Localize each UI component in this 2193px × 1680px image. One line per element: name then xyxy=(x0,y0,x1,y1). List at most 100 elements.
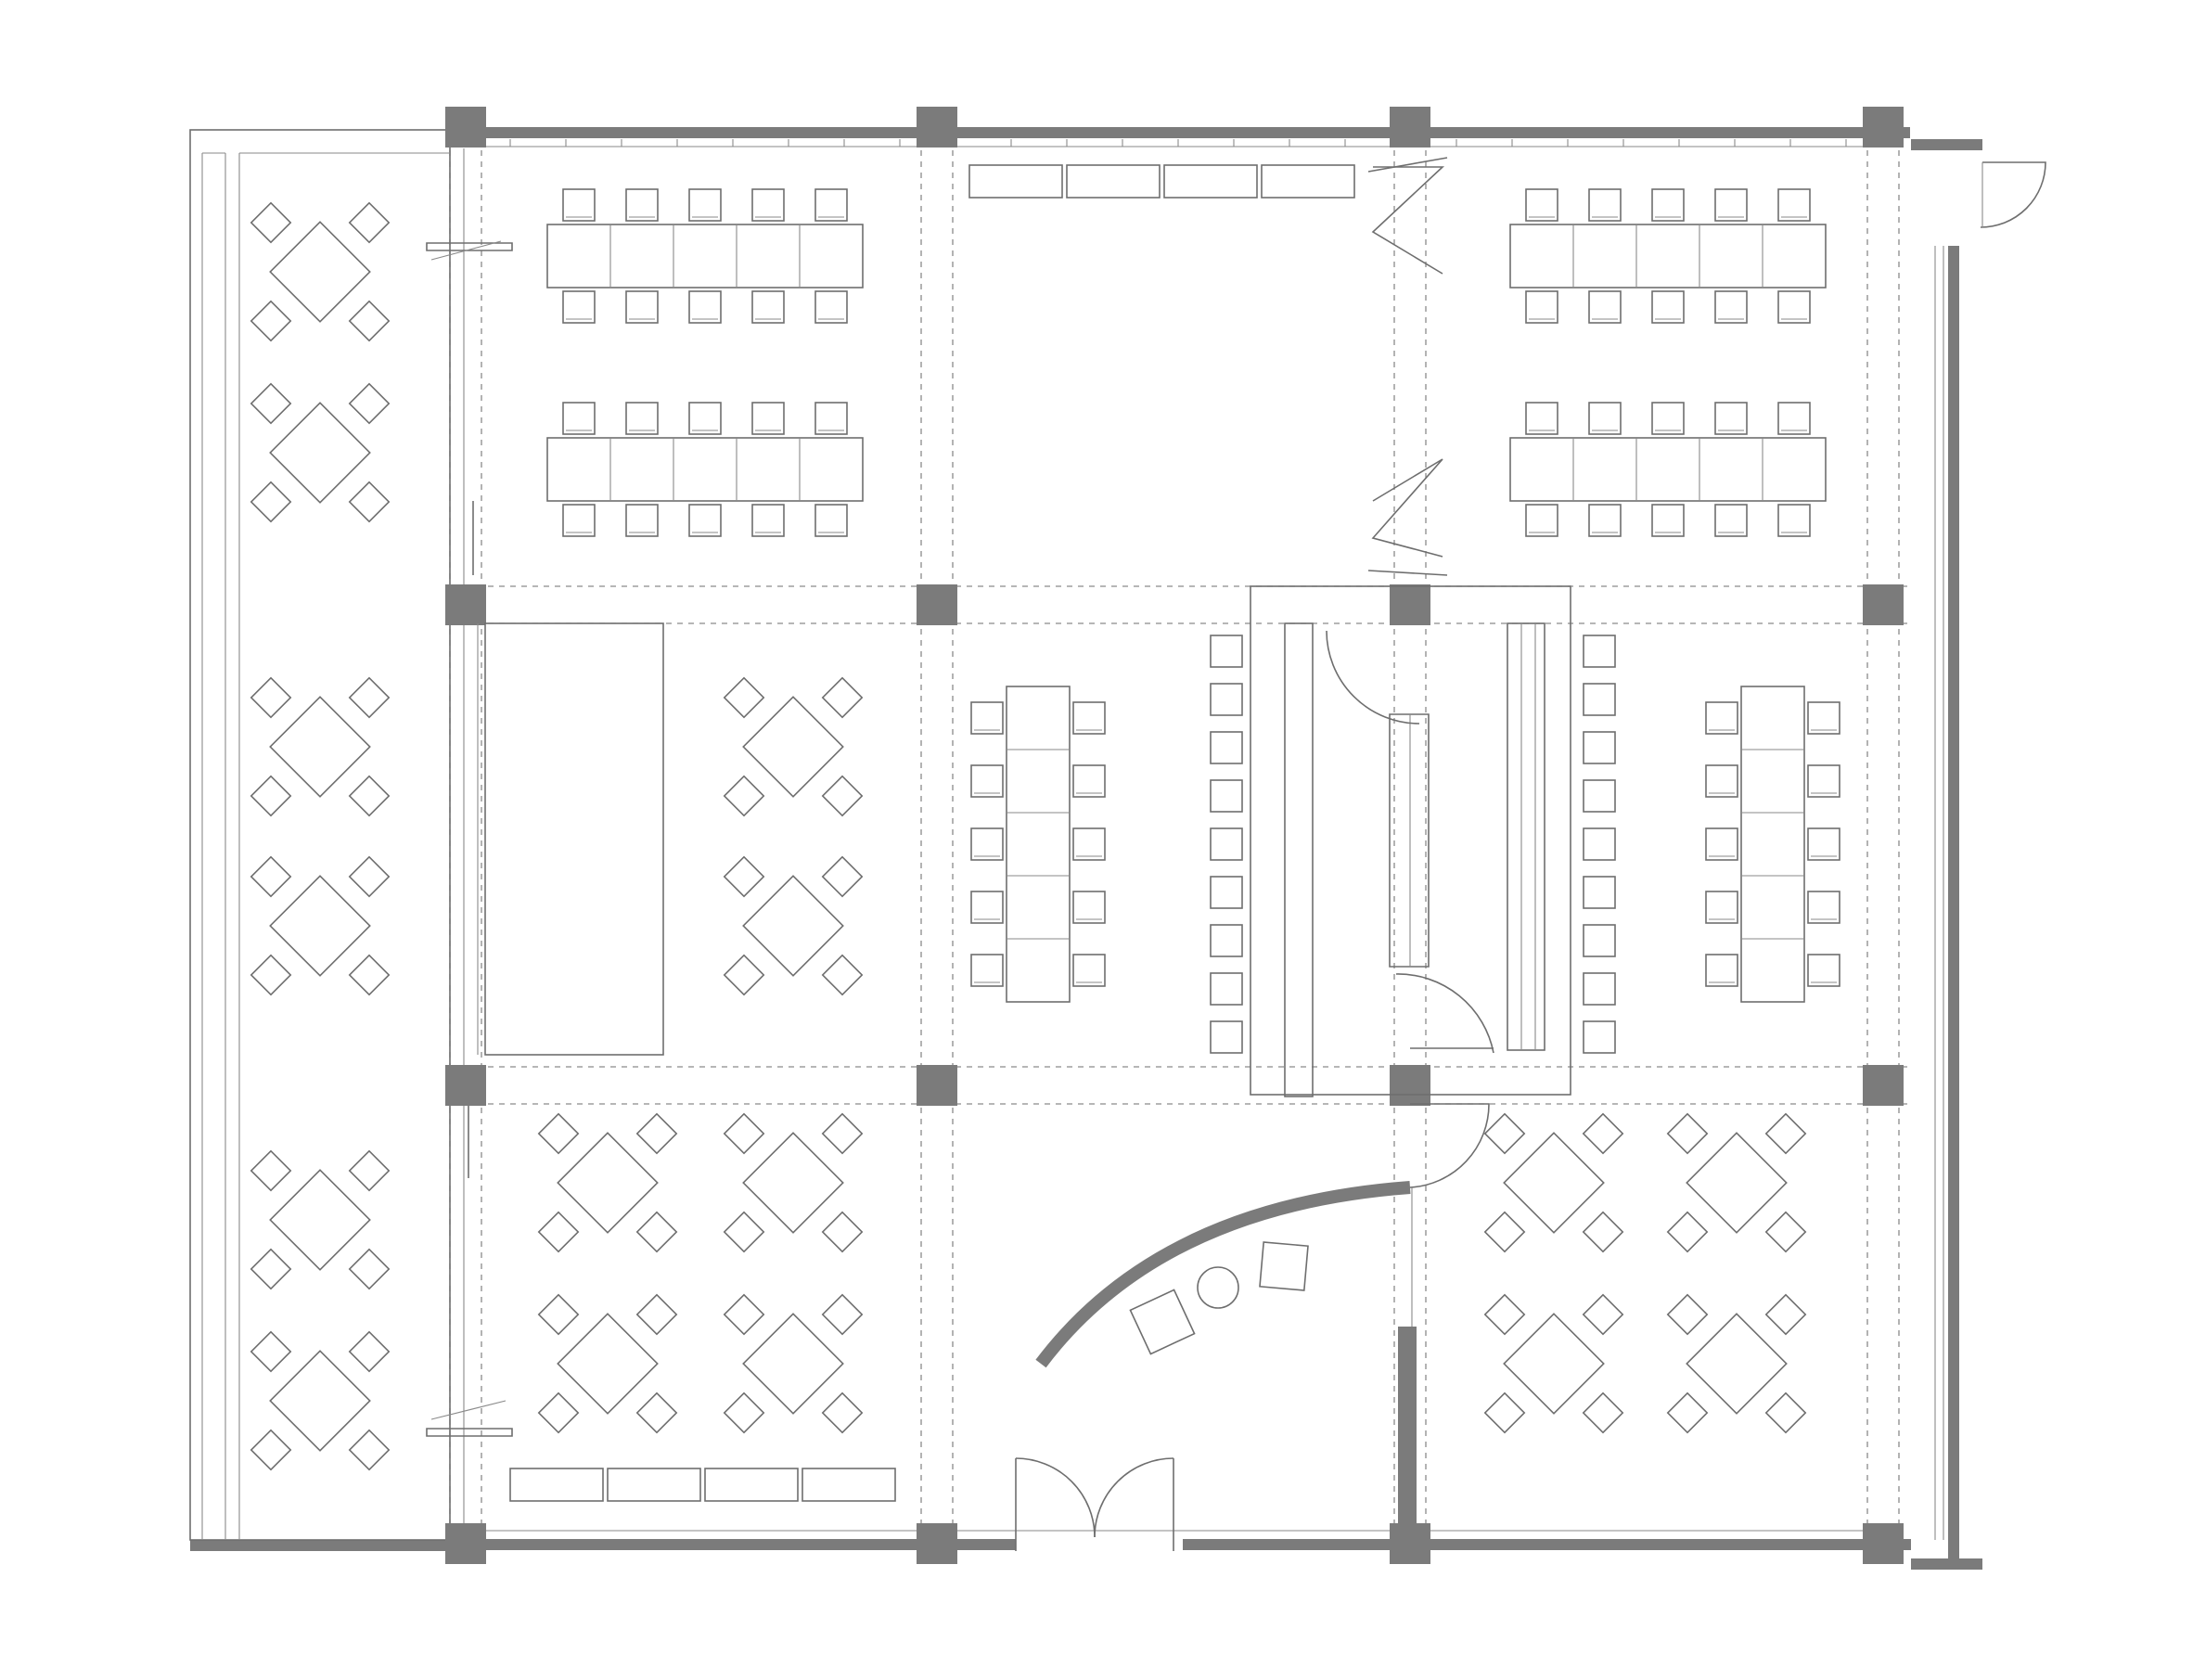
bench xyxy=(1261,164,1355,199)
chair xyxy=(1807,891,1840,924)
chair xyxy=(970,827,1004,861)
structural-column xyxy=(1390,1065,1430,1106)
folding-partition-rail xyxy=(1367,570,1448,576)
bar-stool xyxy=(1210,779,1243,813)
chair xyxy=(1777,402,1811,435)
double-door-swing xyxy=(1094,1457,1174,1538)
chair xyxy=(537,1391,580,1434)
chair xyxy=(348,201,391,244)
chair xyxy=(970,701,1004,735)
long-table xyxy=(546,437,864,502)
chair xyxy=(250,855,292,898)
structural-column xyxy=(917,1065,957,1106)
chair xyxy=(1588,188,1622,222)
sliding-door xyxy=(426,242,513,251)
bar-stool xyxy=(1583,635,1616,668)
bench xyxy=(1066,164,1161,199)
chair xyxy=(348,954,391,996)
chair xyxy=(723,1112,765,1155)
sliding-door-panel xyxy=(430,1400,507,1420)
chair xyxy=(1714,402,1748,435)
chair xyxy=(250,676,292,719)
lounge-chair xyxy=(1129,1289,1196,1355)
chair xyxy=(250,954,292,996)
structural-column xyxy=(917,107,957,147)
east-wall-foot xyxy=(1911,1558,1982,1570)
table-top xyxy=(1686,1313,1788,1415)
chair xyxy=(1714,188,1748,222)
chair xyxy=(348,1330,391,1373)
long-table xyxy=(1740,686,1805,1003)
chair xyxy=(562,504,596,537)
chair xyxy=(250,775,292,817)
folding-partition-rail xyxy=(1367,157,1448,173)
bench xyxy=(802,1468,896,1502)
chair xyxy=(1764,1391,1807,1434)
chair xyxy=(1807,764,1840,798)
chair xyxy=(348,1429,391,1471)
bar-stool xyxy=(1210,924,1243,957)
chair xyxy=(1582,1391,1624,1434)
folding-partition-bottom xyxy=(1371,458,1443,558)
chair xyxy=(562,290,596,324)
structural-column xyxy=(445,107,486,147)
chair xyxy=(1651,402,1685,435)
sliding-door-panel xyxy=(430,240,502,261)
chair xyxy=(348,300,391,342)
chair xyxy=(1588,290,1622,324)
terrace-table xyxy=(250,855,391,996)
chair xyxy=(821,1112,864,1155)
bar-stool xyxy=(1583,827,1616,861)
door-swing xyxy=(1409,1103,1490,1188)
bar-stool xyxy=(1210,972,1243,1006)
chair xyxy=(723,1211,765,1253)
chair xyxy=(821,1391,864,1434)
chair xyxy=(250,1248,292,1290)
furniture-layer xyxy=(250,164,1840,1502)
chair xyxy=(1807,827,1840,861)
bar-stool xyxy=(1583,1020,1616,1054)
chair xyxy=(348,775,391,817)
terrace-table xyxy=(250,201,391,342)
structural-column xyxy=(1390,107,1430,147)
chair xyxy=(688,402,722,435)
table-top xyxy=(269,221,371,323)
chair xyxy=(723,954,765,996)
chair xyxy=(723,1293,765,1336)
table-top xyxy=(269,1169,371,1271)
chair xyxy=(723,775,765,817)
table-top xyxy=(1503,1132,1605,1234)
chair xyxy=(821,676,864,719)
round-side-table xyxy=(1197,1266,1239,1309)
table-top xyxy=(557,1313,659,1415)
long-table xyxy=(1006,686,1071,1003)
terrace-outline xyxy=(189,129,451,1541)
chair xyxy=(1651,504,1685,537)
bar-stool xyxy=(1583,876,1616,909)
chair xyxy=(250,1149,292,1192)
chair xyxy=(250,1330,292,1373)
chair xyxy=(1714,290,1748,324)
table-top xyxy=(742,1132,844,1234)
chair xyxy=(1666,1293,1709,1336)
chair xyxy=(1764,1293,1807,1336)
bar-door-swing xyxy=(1326,630,1420,725)
chair xyxy=(1764,1112,1807,1155)
table-top xyxy=(557,1132,659,1234)
chair xyxy=(1705,701,1738,735)
bench xyxy=(704,1468,799,1502)
chair xyxy=(751,188,785,222)
east-wall-cap xyxy=(1911,139,1982,150)
bar-stool xyxy=(1583,779,1616,813)
chair xyxy=(1483,1293,1526,1336)
bench xyxy=(607,1468,701,1502)
table-top xyxy=(269,875,371,977)
chair xyxy=(1705,954,1738,987)
bar-stool xyxy=(1583,972,1616,1006)
square-table xyxy=(537,1293,678,1434)
chair xyxy=(625,402,659,435)
bar-stool xyxy=(1583,683,1616,716)
chair xyxy=(821,1293,864,1336)
chair xyxy=(348,676,391,719)
